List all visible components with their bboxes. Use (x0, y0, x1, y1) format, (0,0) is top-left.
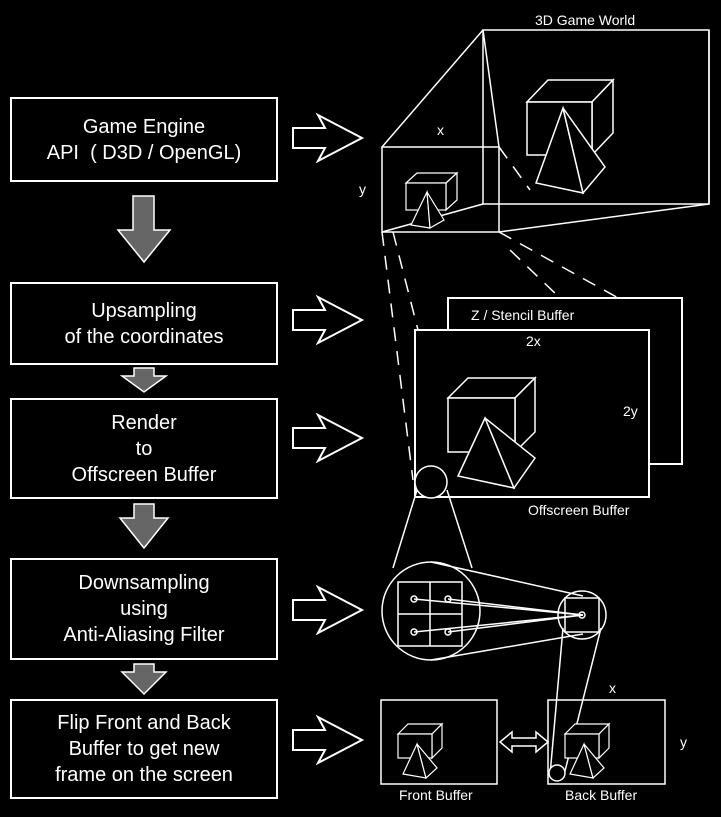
step-game-engine: Game Engine API ( D3D / OpenGL) (10, 97, 278, 182)
step-line: Flip Front and Back (57, 712, 231, 734)
swap-arrow-icon (498, 730, 550, 754)
down-arrow-icon (119, 367, 169, 393)
buffer-cube-pyramids (396, 722, 611, 780)
world-cube-pyramid (525, 78, 615, 195)
label-offscreen: Offscreen Buffer (528, 502, 630, 518)
front-buffer (380, 699, 498, 785)
label-back-buffer: Back Buffer (565, 787, 637, 803)
label-back-x: x (609, 680, 616, 696)
step-line: Game Engine (82, 115, 206, 138)
step-flip-buffers: Flip Front and Back Buffer to get new fr… (10, 699, 278, 799)
step-line: Upsampling (91, 299, 197, 322)
down-arrow-icon (116, 195, 172, 264)
game-world-frustum (381, 29, 710, 481)
zoom-lens (381, 465, 607, 782)
step-render: Render to Offscreen Buffer (10, 398, 278, 499)
step-line: frame on the screen (55, 764, 233, 786)
label-3d-world: 3D Game World (535, 12, 635, 28)
right-arrows (292, 112, 365, 766)
right-arrow-icon (292, 294, 365, 346)
down-arrow-icon (118, 503, 170, 550)
step-upsampling: Upsampling of the coordinates (10, 282, 278, 365)
label-world-x: x (437, 122, 444, 138)
step-line: Render (111, 411, 177, 434)
right-arrow-icon (292, 412, 365, 464)
label-z-stencil: Z / Stencil Buffer (471, 307, 575, 323)
step-line: Downsampling (78, 572, 210, 594)
label-front-buffer: Front Buffer (399, 787, 473, 803)
right-arrow-icon (292, 714, 365, 766)
right-arrow-icon (292, 584, 365, 636)
step-line: to (135, 437, 153, 460)
offscreen-cube-pyramid (446, 376, 537, 490)
down-arrow-icon (120, 663, 168, 696)
label-2y: 2y (623, 403, 638, 419)
right-arrow-icon (292, 112, 365, 164)
down-arrows (116, 195, 172, 696)
step-line: Offscreen Buffer (71, 463, 217, 486)
step-line: using (120, 598, 168, 620)
step-downsampling: Downsampling using Anti-Aliasing Filter (10, 558, 278, 660)
label-2x: 2x (526, 333, 541, 349)
step-line: of the coordinates (64, 325, 224, 348)
frame-buffers (380, 699, 666, 785)
step-line: Anti-Aliasing Filter (63, 624, 225, 646)
near-cube-pyramid (404, 171, 459, 229)
step-line: Buffer to get new (68, 738, 220, 760)
step-line: API ( D3D / OpenGL) (46, 141, 242, 164)
label-world-y: y (359, 181, 366, 197)
label-back-y: y (680, 734, 687, 750)
